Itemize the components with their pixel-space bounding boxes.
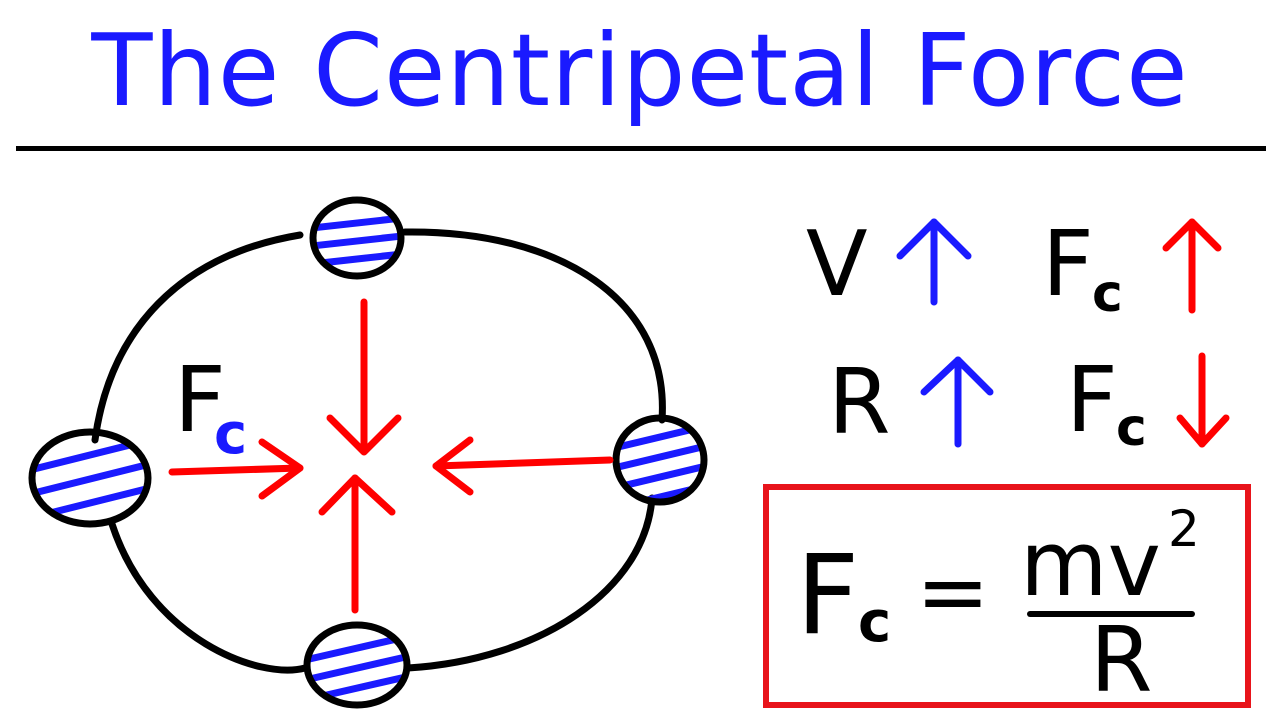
relation-force-subscript-2: c xyxy=(1116,398,1147,458)
circular-path xyxy=(91,228,666,674)
relation-force-subscript-1: c xyxy=(1092,264,1123,324)
object-right xyxy=(612,414,708,506)
velocity-up-arrow xyxy=(896,218,972,306)
force-label-subscript: c xyxy=(214,402,248,467)
formula-equals: = xyxy=(916,540,990,643)
relation-force-symbol-1: F xyxy=(1042,212,1094,317)
page-title: The Centripetal Force xyxy=(91,12,1189,129)
formula-box xyxy=(763,484,1251,708)
formula-numerator: mv xyxy=(1020,512,1161,617)
radius-up-arrow xyxy=(920,356,994,448)
formula-lhs-subscript: c xyxy=(858,590,892,655)
object-left xyxy=(28,428,152,528)
formula-lhs: F xyxy=(796,531,860,659)
relation-force-symbol-2: F xyxy=(1066,348,1118,453)
object-top xyxy=(309,196,405,280)
force-arrow-down xyxy=(326,298,402,456)
force-up-arrow-top xyxy=(1162,218,1222,314)
title-underline xyxy=(16,146,1266,151)
force-down-arrow xyxy=(1176,352,1230,448)
force-arrow-up xyxy=(318,474,396,614)
relation-radius-symbol: R xyxy=(828,350,891,455)
formula-exponent: 2 xyxy=(1168,500,1200,558)
relation-velocity-symbol: V xyxy=(806,212,868,317)
force-arrow-left xyxy=(432,436,614,496)
formula-denominator: R xyxy=(1090,608,1153,713)
force-arrow-right xyxy=(168,438,304,500)
object-bottom xyxy=(303,621,411,709)
force-label: F xyxy=(174,348,226,453)
